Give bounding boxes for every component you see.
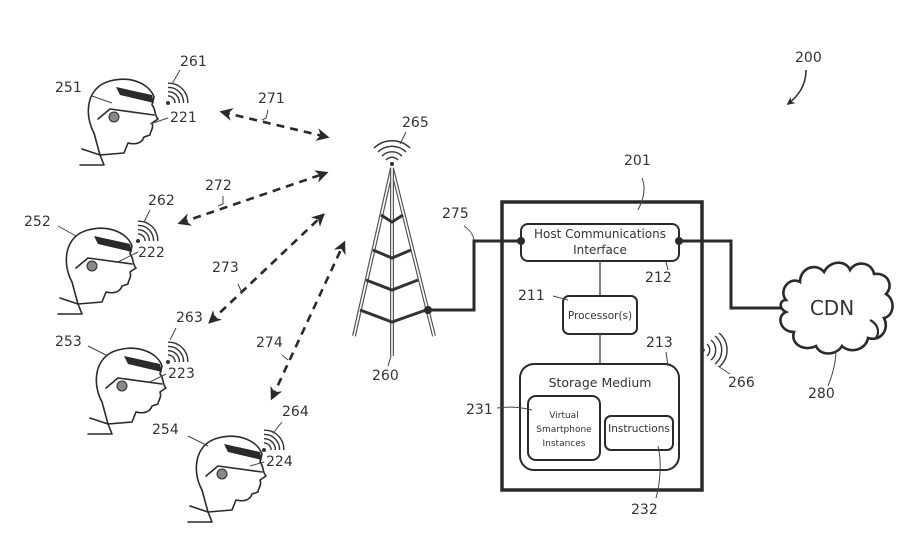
instructions: Instructions 232 — [604, 415, 674, 518]
user-ref-label: 251 — [55, 80, 82, 96]
processor-ref-label: 211 — [518, 288, 545, 304]
cloud-icon — [779, 261, 894, 355]
figure-ref-label: 200 — [795, 50, 822, 66]
processor-label: Processor(s) — [568, 310, 632, 322]
link-ref-label: 271 — [258, 91, 285, 107]
host-signal-icon — [701, 332, 728, 368]
user-2: 252 262 222 — [24, 193, 175, 315]
storage-medium: Storage Medium 213 Virtual Smartphone In… — [466, 335, 680, 518]
user-3: 253 263 223 — [55, 310, 203, 435]
comm-interface-label-line1: Host Communications — [534, 227, 666, 241]
device-ref-label: 222 — [138, 245, 165, 261]
device-ref-label: 224 — [266, 454, 293, 470]
comm-interface-ref-label: 212 — [645, 270, 672, 286]
device-ref-label: 223 — [168, 366, 195, 382]
wireless-link-2: 272 — [177, 170, 329, 226]
user-ref-label: 254 — [152, 422, 179, 438]
wireless-link-3: 273 — [208, 213, 325, 324]
wired-link-275: 275 — [424, 206, 518, 314]
virtual-smartphone-instances: Virtual Smartphone Instances 231 — [466, 395, 601, 461]
user-head-icon — [57, 227, 137, 315]
vsi-ref-label: 231 — [466, 402, 493, 418]
vsi-label-line2: Smartphone — [536, 425, 592, 435]
wireless-link-4: 274 — [256, 240, 346, 401]
user-4: 254 264 224 — [152, 404, 309, 523]
user-ref-label: 252 — [24, 214, 51, 230]
link-ref-label: 275 — [442, 206, 469, 222]
user-head-icon — [187, 435, 267, 523]
host-boundary — [500, 200, 704, 492]
wireless-link-1: 271 — [219, 91, 330, 141]
vsi-label-line3: Instances — [543, 439, 586, 449]
storage-medium-label: Storage Medium — [549, 375, 652, 390]
link-ref-label: 273 — [212, 260, 239, 276]
signal-ref-label: 262 — [148, 193, 175, 209]
signal-ref-label: 261 — [180, 54, 207, 70]
tower-ref-label: 260 — [372, 368, 399, 384]
host-signal-ref-label: 266 — [728, 375, 755, 391]
link-ref-label: 272 — [205, 178, 232, 194]
tower-signal-icon — [373, 140, 411, 166]
host-ref-label: 201 — [624, 153, 651, 169]
cell-tower: 265 260 — [352, 115, 436, 384]
user-ref-label: 253 — [55, 334, 82, 350]
storage-ref-label: 213 — [646, 335, 673, 351]
cdn-cloud: CDN 280 — [779, 261, 894, 402]
cdn-ref-label: 280 — [808, 386, 835, 402]
comm-interface-label-line2: Interface — [573, 243, 627, 257]
link-ref-label: 274 — [256, 335, 283, 351]
host-system: 201 Host Communications Interface 212 Pr… — [466, 153, 755, 518]
vsi-label-line1: Virtual — [549, 411, 578, 421]
wireless-signal-icon — [135, 216, 163, 244]
user-1: 251 261 221 — [55, 54, 207, 166]
tower-icon — [352, 167, 436, 356]
device-ref-label: 221 — [170, 110, 197, 126]
processor: Processor(s) 211 — [518, 288, 638, 335]
cdn-label: CDN — [810, 296, 854, 320]
wireless-signal-icon — [165, 337, 193, 365]
figure-ref-arrow — [786, 69, 807, 105]
signal-ref-label: 264 — [282, 404, 309, 420]
instructions-label: Instructions — [608, 423, 670, 435]
wireless-signal-icon — [165, 78, 193, 106]
wired-link-cdn — [679, 239, 785, 310]
instructions-ref-label: 232 — [631, 502, 658, 518]
tower-signal-ref-label: 265 — [402, 115, 429, 131]
signal-ref-label: 263 — [176, 310, 203, 326]
wireless-signal-icon — [261, 425, 289, 453]
user-head-icon — [79, 78, 159, 166]
